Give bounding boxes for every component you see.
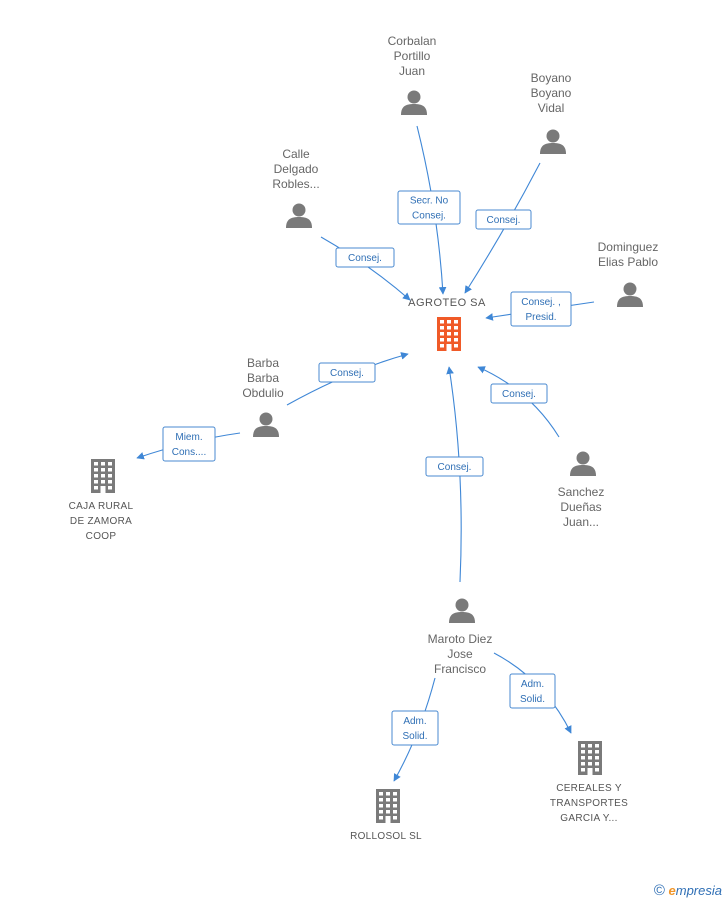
- person-icon: [253, 412, 279, 437]
- edge-label-text: Consej.: [438, 462, 472, 473]
- empresia-logo-initial: e: [668, 883, 676, 898]
- person-label: Calle: [282, 147, 310, 161]
- copyright-icon: ©: [653, 882, 665, 899]
- building-icon: [578, 741, 602, 775]
- edge-label-text: Solid.: [520, 694, 545, 705]
- edge-label-box: [510, 291, 572, 327]
- company-label: CAJA RURAL: [69, 501, 134, 512]
- person-icon: [617, 282, 643, 307]
- person-label: Boyano: [531, 71, 572, 85]
- person-label: Barba: [247, 356, 279, 370]
- edge-label-text: Consej.: [330, 368, 364, 379]
- person-label: Corbalan: [388, 34, 437, 48]
- edge-label-text: Miem.: [175, 432, 202, 443]
- edge-label-box: [475, 209, 532, 230]
- edge-calle-agroteo: [320, 236, 411, 301]
- person-label: Elias Pablo: [598, 255, 658, 269]
- edge-label-box: [397, 190, 461, 225]
- company-label: COOP: [86, 531, 117, 542]
- company-node-rollosol[interactable]: ROLLOSOL SL: [350, 789, 422, 842]
- person-node-calle[interactable]: CalleDelgadoRobles...: [272, 147, 320, 228]
- person-label: Sanchez: [558, 485, 605, 499]
- edge-labels-layer: Secr. No Consej. Consej. Consej. Consej. , Pr…: [162, 190, 572, 746]
- edge-label-text: Consej.: [487, 215, 521, 226]
- edge-label-dominguez-agroteo[interactable]: Consej. , Presid.: [510, 291, 572, 327]
- edge-label-sanchez-agroteo[interactable]: Consej.: [490, 383, 548, 404]
- edge-label-calle-agroteo[interactable]: Consej.: [335, 247, 395, 268]
- edge-label-boyano-agroteo[interactable]: Consej.: [475, 209, 532, 230]
- person-label: Barba: [247, 371, 279, 385]
- person-icon: [540, 129, 566, 154]
- edge-label-corbalan-agroteo[interactable]: Secr. No Consej.: [397, 190, 461, 225]
- edge-label-text: Consej. ,: [521, 297, 560, 308]
- edge-label-box: [162, 426, 216, 462]
- edge-label-box: [425, 456, 484, 477]
- person-label: Maroto Diez: [428, 632, 493, 646]
- person-icon: [449, 598, 475, 623]
- person-icon: [401, 90, 427, 115]
- edge-label-box: [318, 362, 376, 383]
- company-label: GARCIA Y...: [560, 813, 617, 824]
- edge-label-text: Adm.: [403, 716, 426, 727]
- company-node-cereales[interactable]: CEREALES Y TRANSPORTES GARCIA Y...: [550, 741, 628, 824]
- person-icon: [570, 451, 596, 476]
- company-label: TRANSPORTES: [550, 798, 628, 809]
- empresia-logo-text: mpresia: [675, 883, 722, 898]
- person-icon: [286, 203, 312, 228]
- edge-label-box: [490, 383, 548, 404]
- person-label: Juan: [399, 64, 425, 78]
- edge-label-barba-agroteo[interactable]: Consej.: [318, 362, 376, 383]
- edge-label-box: [391, 710, 439, 746]
- person-label: Vidal: [538, 101, 564, 115]
- person-label: Delgado: [274, 162, 319, 176]
- person-label: Jose: [447, 647, 473, 661]
- building-icon: [437, 317, 461, 351]
- edge-label-maroto-agroteo[interactable]: Consej.: [425, 456, 484, 477]
- company-label: CEREALES Y: [556, 783, 622, 794]
- edge-label-text: Secr. No: [410, 196, 449, 207]
- edge-label-box: [335, 247, 395, 268]
- building-icon: [91, 459, 115, 493]
- edge-label-text: Solid.: [402, 731, 427, 742]
- person-label: Obdulio: [242, 386, 284, 400]
- edge-label-text: Cons....: [172, 447, 206, 458]
- edge-label-text: Presid.: [525, 312, 556, 323]
- person-label: Dominguez: [598, 240, 659, 254]
- building-icon: [376, 789, 400, 823]
- edge-label-maroto-rollosol[interactable]: Adm. Solid.: [391, 710, 439, 746]
- company-label: DE ZAMORA: [70, 516, 132, 527]
- person-label: Portillo: [394, 49, 431, 63]
- person-label: Boyano: [531, 86, 572, 100]
- edge-label-maroto-cereales[interactable]: Adm. Solid.: [509, 673, 556, 709]
- company-label: ROLLOSOL SL: [350, 831, 422, 842]
- edge-label-text: Adm.: [521, 679, 544, 690]
- person-label: Dueñas: [560, 500, 601, 514]
- edge-label-text: Consej.: [412, 211, 446, 222]
- person-label: Robles...: [272, 177, 319, 191]
- center-company-label: AGROTEO SA: [408, 297, 486, 309]
- person-label: Juan...: [563, 515, 599, 529]
- edge-label-text: Consej.: [348, 253, 382, 264]
- center-company-agroteo[interactable]: AGROTEO SA: [408, 297, 486, 351]
- company-node-caja[interactable]: CAJA RURAL DE ZAMORA COOP: [69, 459, 134, 542]
- edge-label-text: Consej.: [502, 389, 536, 400]
- edge-label-barba-caja[interactable]: Miem. Cons....: [162, 426, 216, 462]
- person-node-sanchez[interactable]: SanchezDueñasJuan...: [558, 451, 605, 530]
- empresia-watermark: © empresia: [654, 882, 722, 899]
- edge-label-box: [509, 673, 556, 709]
- person-label: Francisco: [434, 662, 486, 676]
